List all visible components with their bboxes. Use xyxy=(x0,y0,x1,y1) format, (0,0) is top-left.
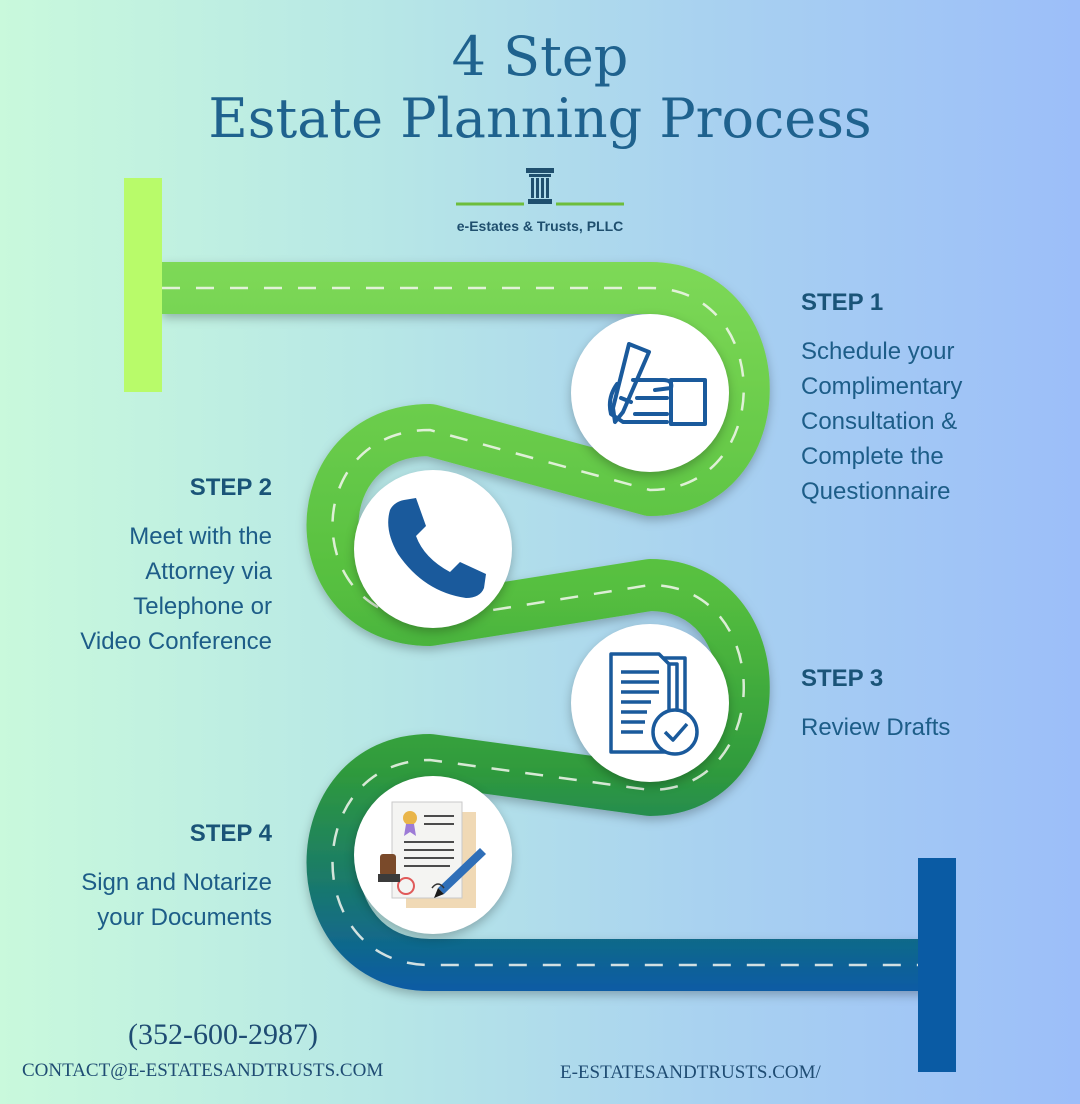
step-1-text: Schedule your Complimentary Consultation… xyxy=(801,338,963,505)
step-2-icon-circle xyxy=(354,470,512,628)
step-4: STEP 4 Sign and Notarize your Documents xyxy=(20,819,272,935)
step-2-label: STEP 2 xyxy=(189,474,272,501)
title-line-2: Estate Planning Process xyxy=(208,87,872,150)
phone-icon xyxy=(388,498,486,598)
logo-text: e-Estates & Trusts, PLLC xyxy=(456,218,624,234)
document-check-icon xyxy=(609,652,699,756)
step-3-icon-circle xyxy=(571,624,729,782)
step-3-label: STEP 3 xyxy=(801,665,884,692)
phone-number: (352-600-2987) xyxy=(128,1018,318,1051)
step-3-text: Review Drafts xyxy=(801,714,951,741)
step-4-label: STEP 4 xyxy=(189,820,272,847)
step-4-icon-circle xyxy=(354,776,512,934)
step-4-text: Sign and Notarize your Documents xyxy=(81,869,272,931)
step-2: STEP 2 Meet with the Attorney via Teleph… xyxy=(20,473,272,659)
step-1: STEP 1 Schedule your Complimentary Consu… xyxy=(801,288,1071,509)
step-2-text: Meet with the Attorney via Telephone or … xyxy=(80,523,272,655)
email-link[interactable]: CONTACT@E-ESTATESANDTRUSTS.COM xyxy=(22,1060,384,1081)
step-1-label: STEP 1 xyxy=(801,289,884,316)
step-3: STEP 3 Review Drafts xyxy=(801,664,1071,745)
start-post xyxy=(124,178,162,392)
step-1-icon-circle xyxy=(571,314,729,472)
end-post xyxy=(918,858,956,1072)
pillar-icon xyxy=(456,168,624,206)
hand-writing-icon xyxy=(607,342,707,426)
website-link[interactable]: E-ESTATESANDTRUSTS.COM/ xyxy=(560,1062,821,1083)
title-line-1: 4 Step xyxy=(451,25,629,88)
signed-document-icon xyxy=(378,801,486,908)
